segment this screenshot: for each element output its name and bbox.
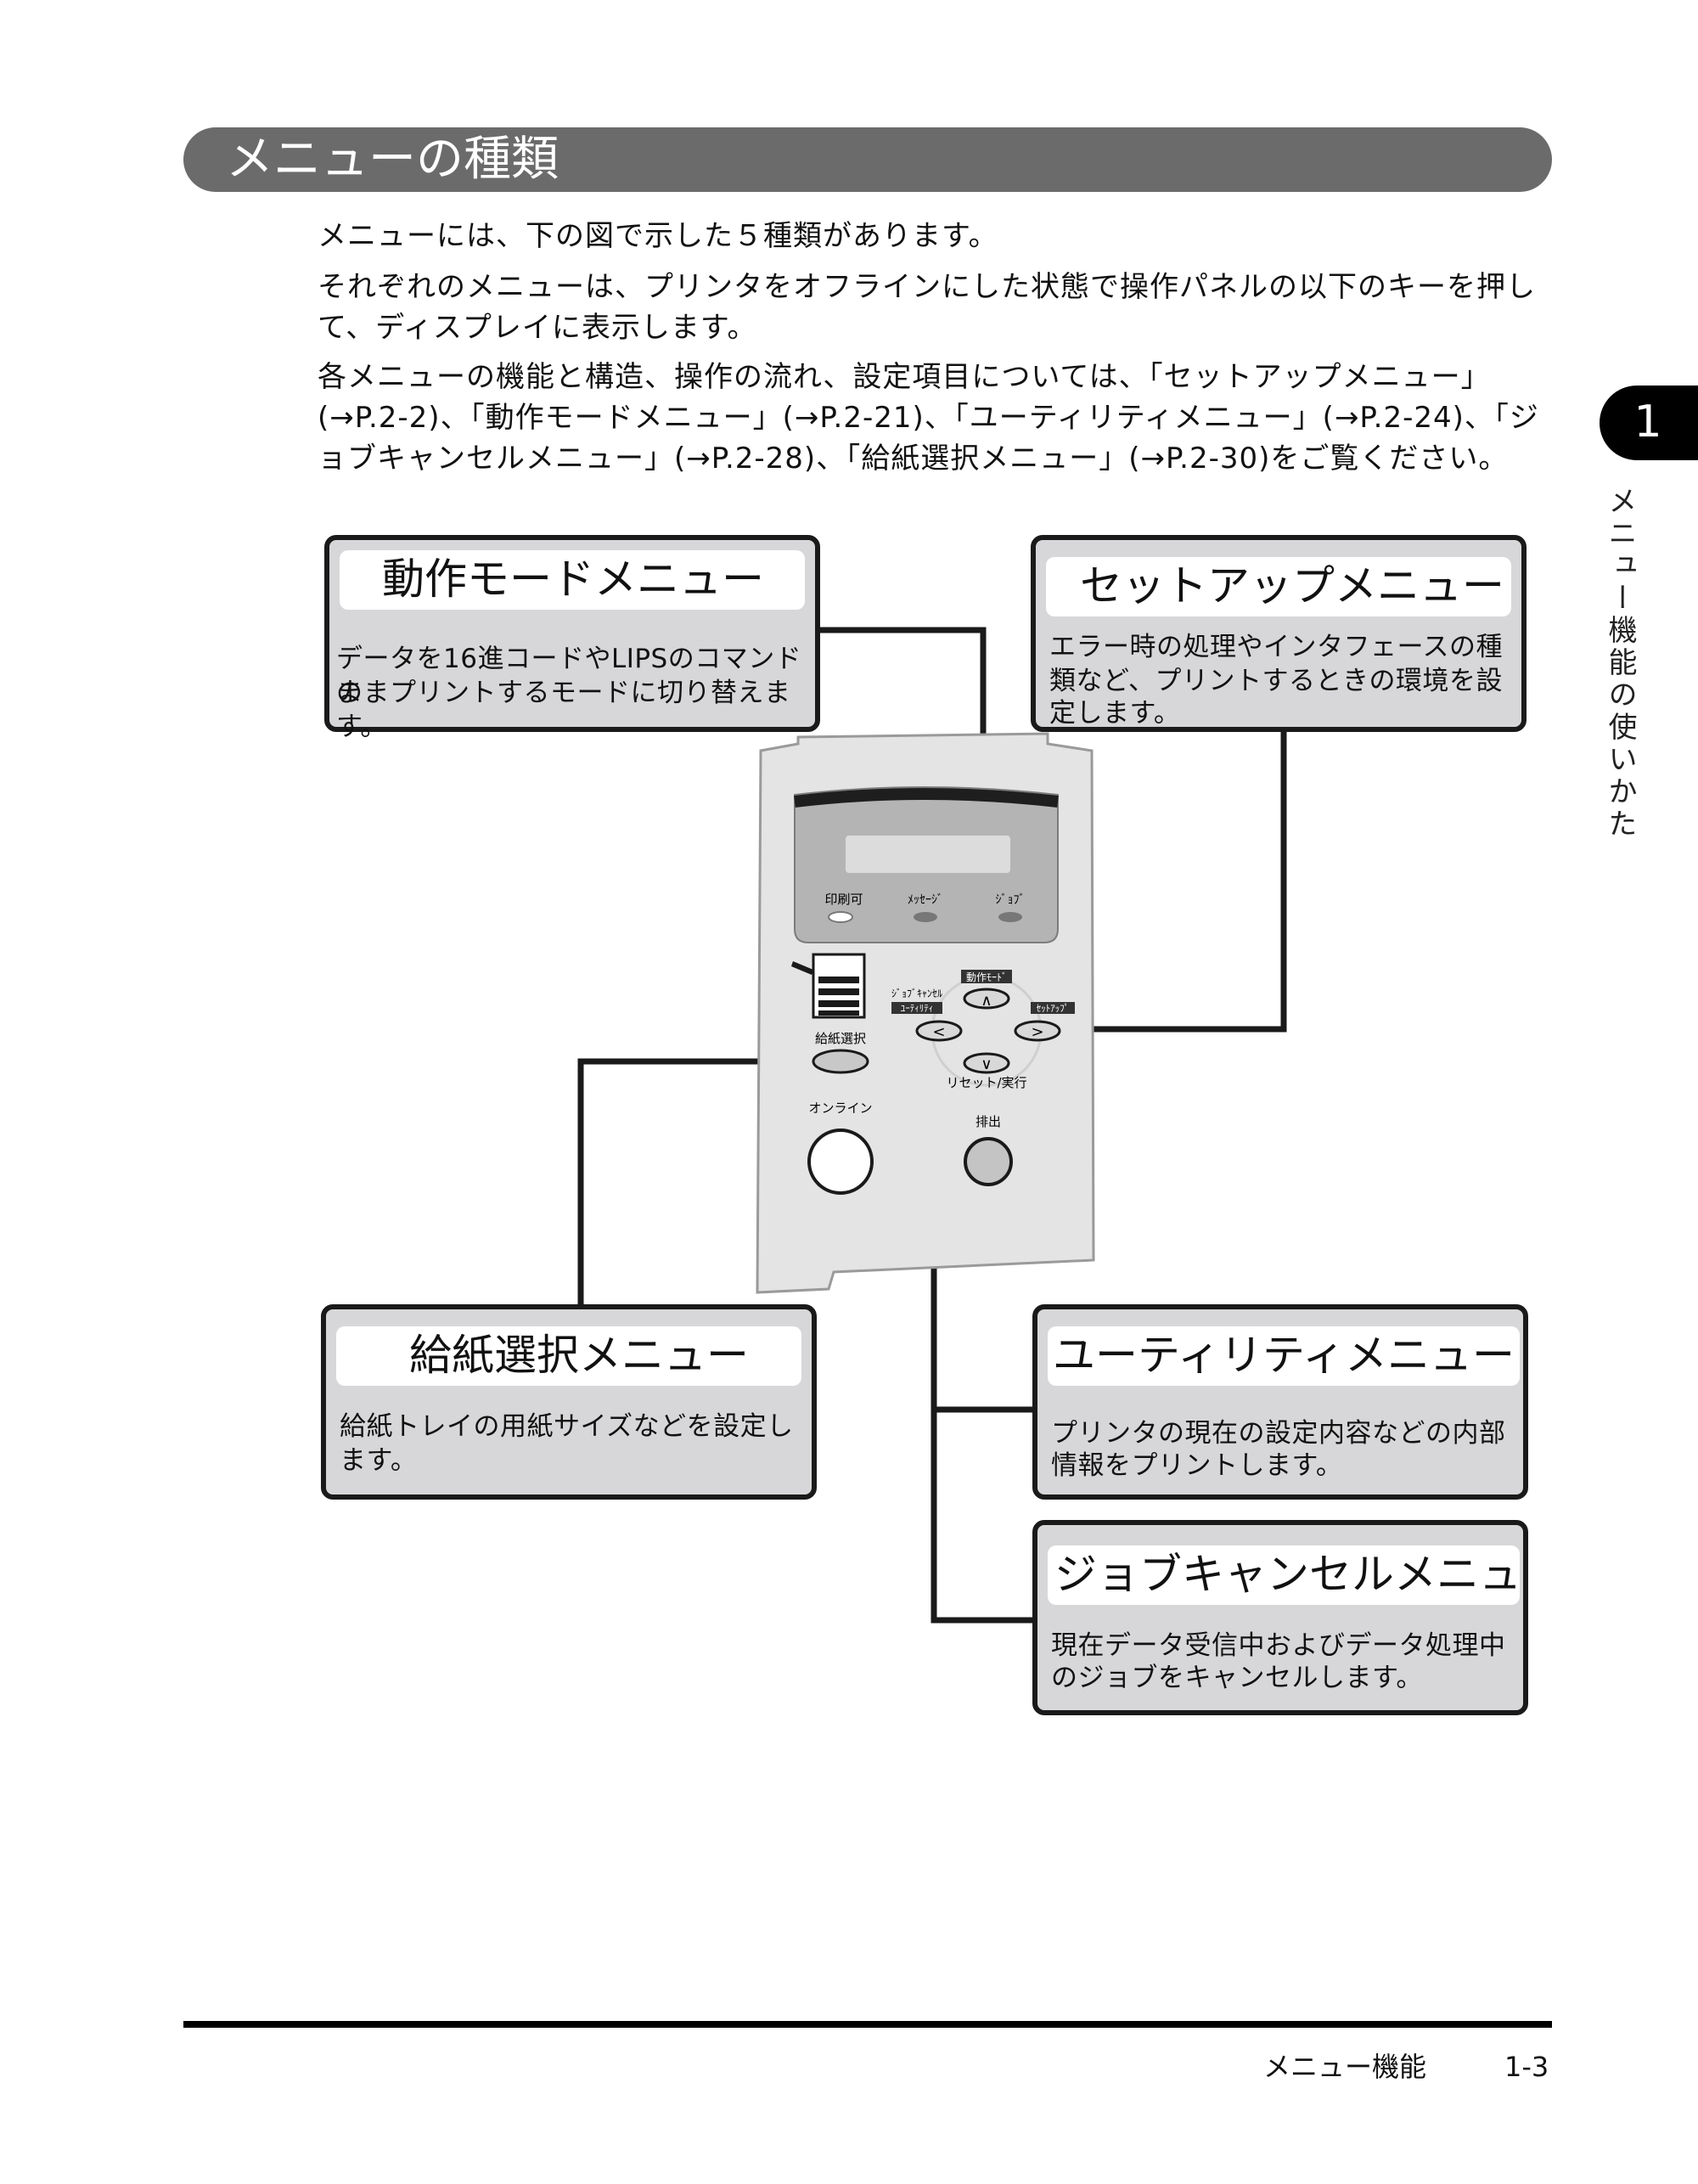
setup-menu-title: セットアップメニュー [1046,557,1511,616]
setup-key-tag [1031,1002,1075,1014]
online-button[interactable] [807,1129,874,1195]
left-key[interactable] [915,1020,963,1042]
utility-key-tag [891,1002,942,1014]
utility-menu-box: ユーティリティメニュー プリンタの現在の設定内容などの内部 情報をプリントします… [1032,1304,1528,1500]
left-key-glyph: < [932,1023,945,1041]
chapter-number: 1 [1633,397,1662,447]
paper-select-menu-title: 給紙選択メニュー [336,1326,801,1386]
down-key-glyph: ∨ [981,1055,992,1073]
paper-select-menu-box: 給紙選択メニュー 給紙トレイの用紙サイズなどを設定し ます。 [321,1304,817,1500]
setup-desc-line-1: エラー時の処理やインタフェースの種 [1049,632,1503,662]
paper-select-button[interactable] [812,1049,869,1074]
job-cancel-desc-line-2: のジョブをキャンセルします。 [1051,1663,1423,1693]
chapter-tab: 1 [1600,386,1698,460]
led-message [914,912,937,922]
connector-paper-select [577,1058,805,1308]
paper-select-key-label: 給紙選択 [815,1031,866,1046]
led-job-label: ｼﾞｮﾌﾞ [996,893,1026,907]
intro-paragraph: メニューには、下の図で示した５種類があります。 [318,219,998,253]
job-cancel-desc-line-1: 現在データ受信中およびデータ処理中 [1051,1630,1506,1661]
right-key[interactable] [1014,1020,1061,1042]
setup-desc-line-2: 類など、プリントするときの環境を設 [1049,666,1503,696]
led-message-label: ﾒｯｾｰｼﾞ [908,893,943,907]
section-heading-bar: メニューの種類 [183,127,1552,192]
eject-key-label: 排出 [976,1114,1001,1129]
paper-select-desc-line-1: 給紙トレイの用紙サイズなどを設定し [340,1411,794,1442]
tray-slot-1 [818,977,859,983]
lcd-screen [846,836,1010,873]
setup-desc-line-3: 定します。 [1049,698,1181,729]
setup-key-label: ｾｯﾄｱｯﾌﾟ [1037,1003,1070,1014]
utility-key-label: ﾕｰﾃｨﾘﾃｨ [901,1003,934,1014]
footer-section-label: メニュー機能 [1263,2051,1427,2083]
operation-mode-desc-line-2: ままプリントするモードに切り替えます。 [336,678,791,742]
led-print-ready-label: 印刷可 [824,892,863,907]
setup-menu-box: セットアップメニュー エラー時の処理やインタフェースの種 類など、プリントすると… [1031,535,1527,732]
down-key[interactable] [963,1052,1010,1074]
display-paragraph: それぞれのメニューは、プリンタをオフラインにした状態で操作パネルの以下のキーを押… [318,270,1536,345]
operation-mode-desc-line-1: データを16進コードやLIPSのコマンドの [336,644,802,708]
utility-desc-line-1: プリンタの現在の設定内容などの内部 [1051,1418,1506,1449]
connector-setup [1071,729,1287,1033]
up-key-glyph: ∧ [981,992,992,1010]
tray-slot-3 [818,1000,859,1007]
led-job [998,912,1022,922]
paper-select-desc-line-2: ます。 [340,1445,418,1476]
footer-rule [183,2021,1552,2028]
job-cancel-key-label: ｼﾞｮﾌﾞｷｬﾝｾﾙ [891,988,942,999]
up-key[interactable] [963,988,1010,1010]
page-number: 1-3 [1504,2051,1549,2083]
tray-pointer [791,961,813,975]
chapter-side-title: メニュー機能の使いかた [1603,486,1637,841]
right-key-glyph: > [1031,1023,1043,1041]
operation-mode-key-tag [961,970,1012,983]
job-cancel-menu-title: ジョブキャンセルメニュー [1048,1545,1520,1605]
utility-menu-title: ユーティリティメニュー [1048,1326,1520,1386]
tray-slot-2 [818,988,859,995]
section-heading: メニューの種類 [226,132,559,187]
tray-indicator [812,953,866,1019]
display-top-edge [794,788,1059,808]
job-cancel-menu-box: ジョブキャンセルメニュー 現在データ受信中およびデータ処理中 のジョブをキャンセ… [1032,1520,1528,1715]
online-key-label: オンライン [808,1100,872,1116]
tray-slot-4 [818,1010,859,1016]
reference-paragraph: 各メニューの機能と構造、操作の流れ、設定項目については、「セットアップメニュー」… [318,360,1539,476]
utility-desc-line-2: 情報をプリントします。 [1051,1450,1343,1481]
led-print-ready [828,911,853,923]
eject-button[interactable] [964,1137,1013,1186]
operation-mode-key-label: 動作ﾓｰﾄﾞ [966,971,1007,983]
reset-key-label: リセット/実行 [946,1075,1026,1090]
operation-mode-menu-box: 動作モードメニュー データを16進コードやLIPSのコマンドの ままプリントする… [324,535,820,742]
operation-mode-menu-title: 動作モードメニュー [340,550,805,610]
